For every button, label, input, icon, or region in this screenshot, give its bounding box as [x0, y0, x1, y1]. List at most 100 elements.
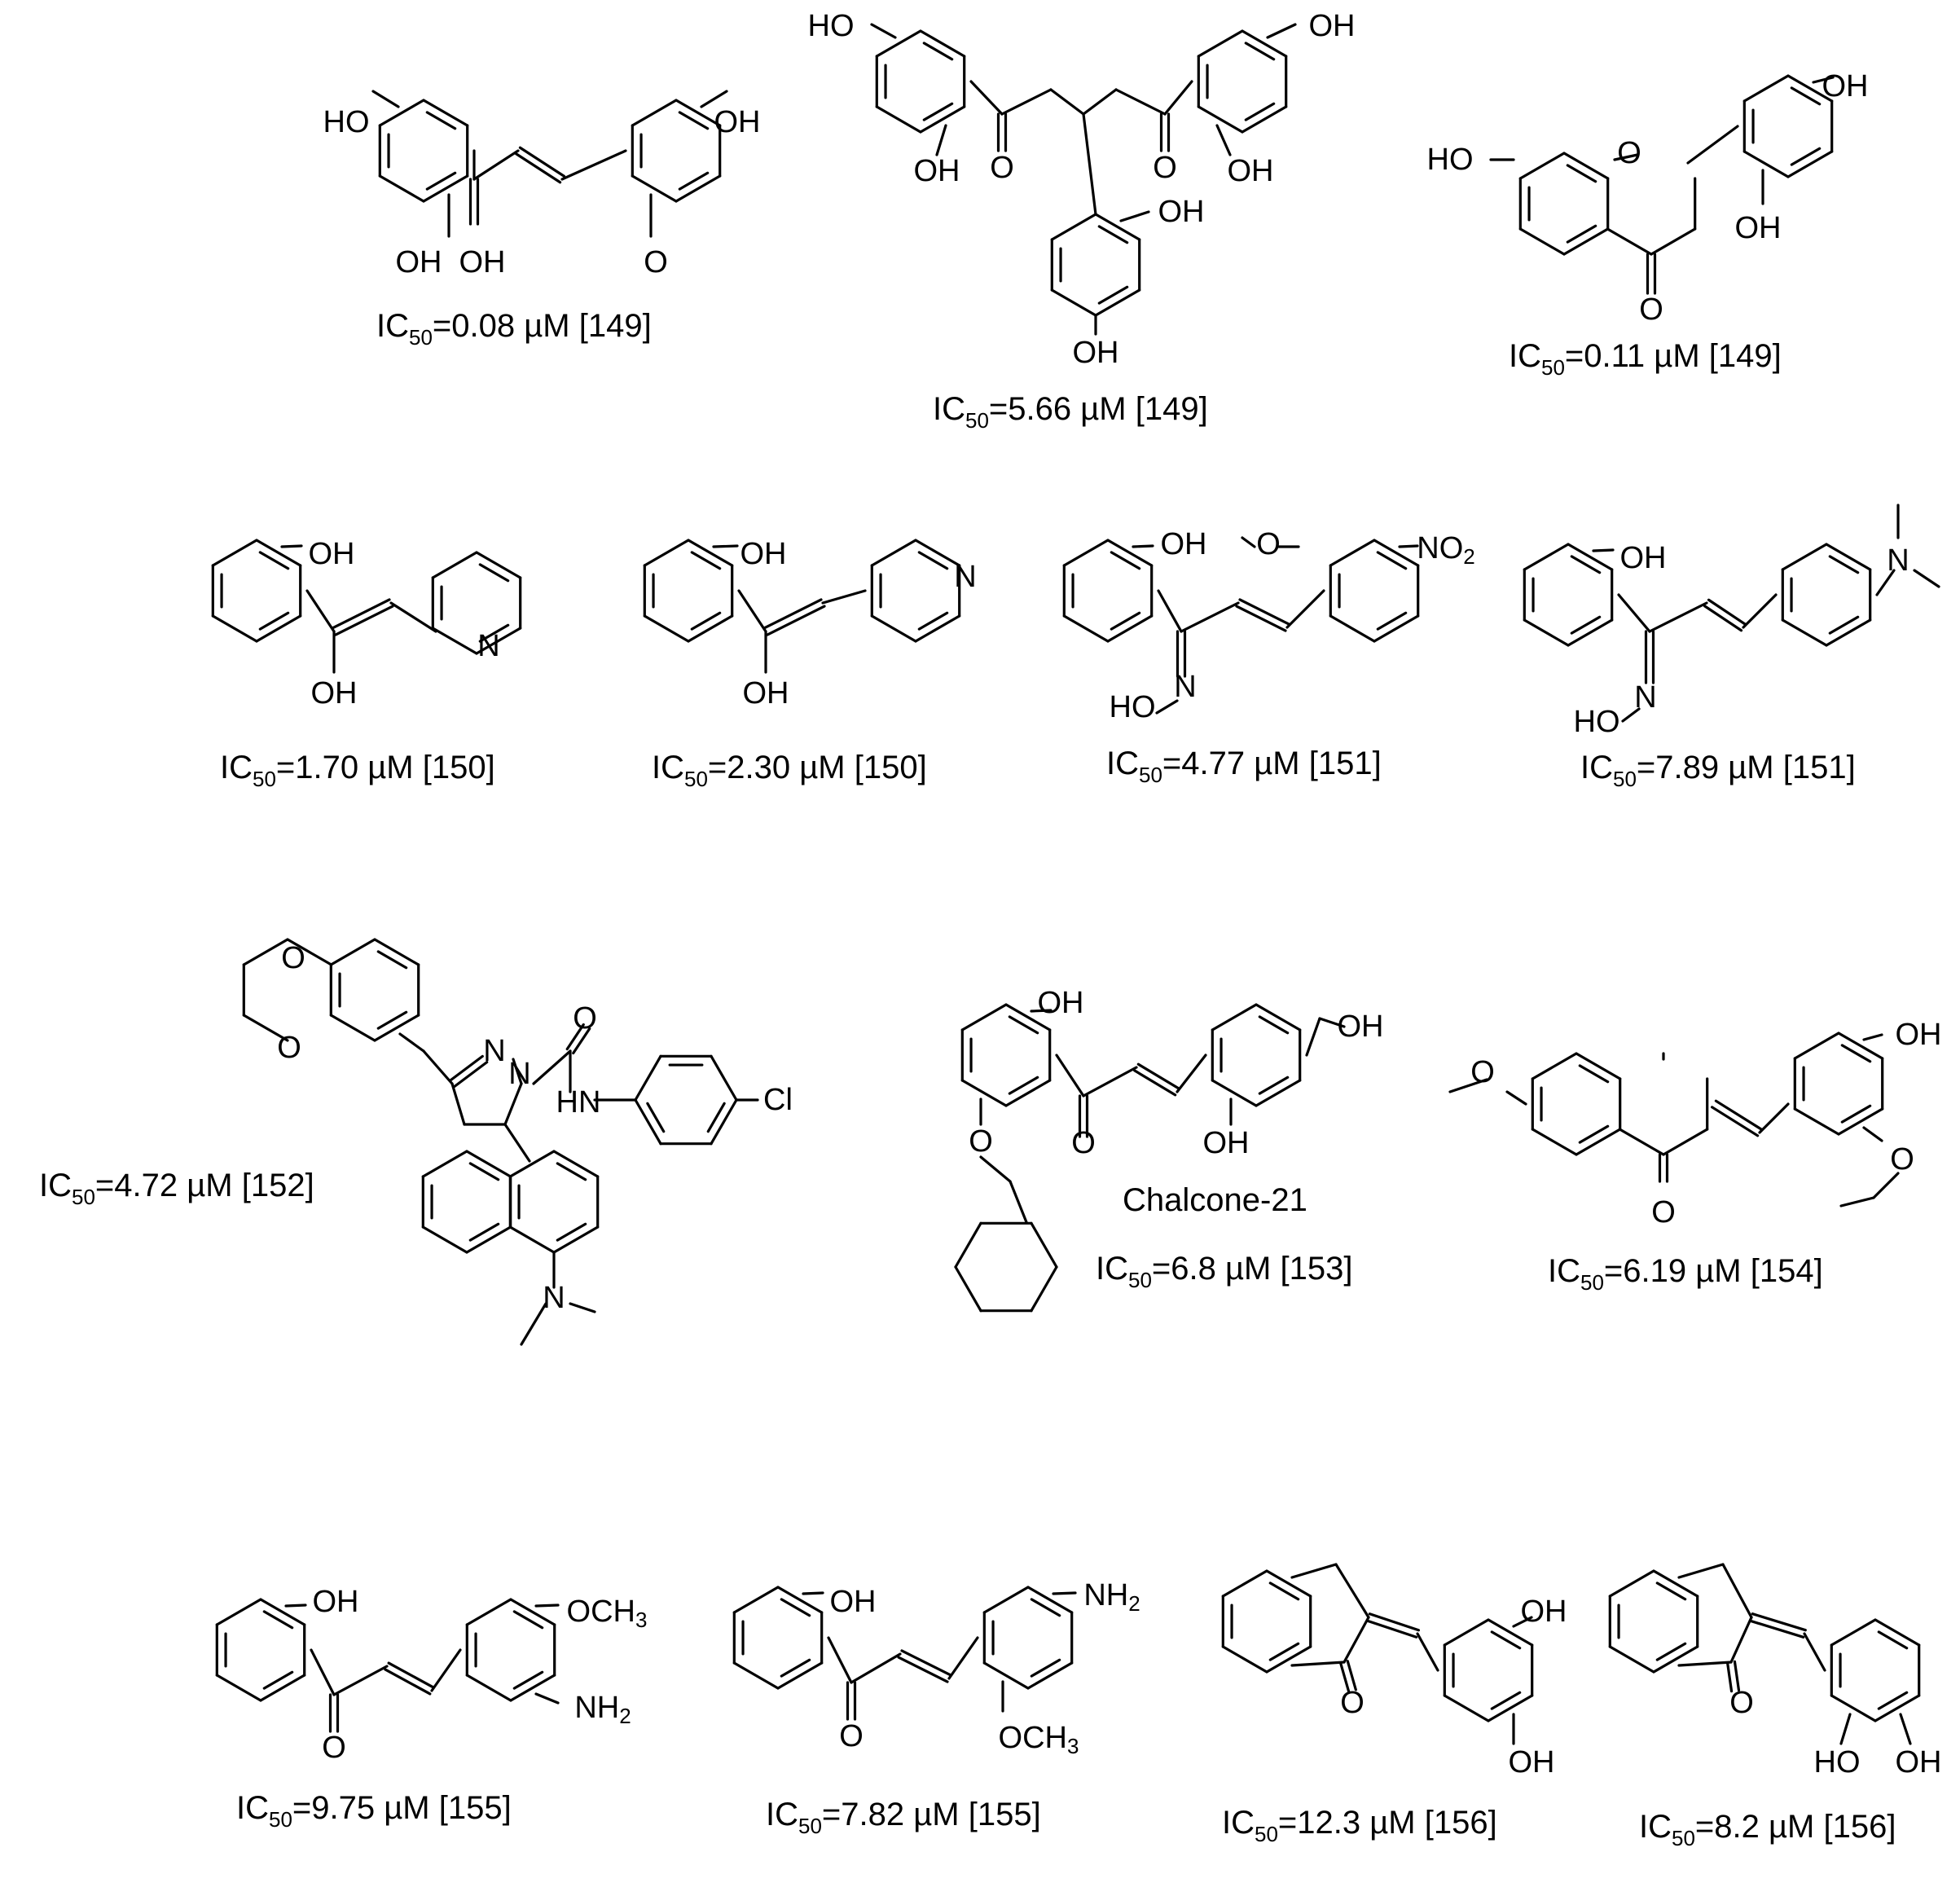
bond-line [534, 1603, 560, 1608]
bond-line [422, 99, 469, 127]
bond-line [690, 551, 722, 570]
ic50-caption: IC50=0.08 µM [149] [376, 308, 652, 350]
atom-label: OH [743, 676, 789, 710]
atom-label: OH [1203, 1126, 1250, 1160]
atom-label: OH [1161, 527, 1207, 561]
bond-line [422, 1049, 454, 1085]
ic50-caption: IC50=0.11 µM [149] [1509, 338, 1782, 380]
bond-line [1652, 1569, 1699, 1598]
bond-line [475, 551, 522, 579]
bond-line [1570, 615, 1602, 635]
bond-line [1562, 227, 1610, 256]
bond-line [982, 1661, 1030, 1690]
bond-line [310, 1648, 336, 1696]
bond-line [503, 1123, 531, 1163]
bond-line [634, 1098, 662, 1146]
atom-label: OCH3 [999, 1721, 1079, 1758]
bond-line [1026, 1661, 1074, 1690]
bond-line [1781, 543, 1828, 571]
bond-line [776, 1661, 824, 1690]
bond-line [332, 1665, 389, 1696]
bond-line [1830, 1618, 1877, 1647]
bond-line [211, 614, 258, 643]
atom-label: O [1256, 527, 1281, 561]
bond-line [376, 1010, 408, 1030]
bond-line [870, 539, 917, 567]
bond-line [1241, 536, 1256, 548]
bond-line [1872, 1172, 1900, 1199]
bond-line [1136, 1062, 1180, 1090]
bond-line [430, 1648, 462, 1692]
bond-line [1487, 1694, 1534, 1722]
bond-line [1097, 225, 1129, 244]
bond-line [1531, 1052, 1578, 1080]
atom-label: O [1890, 1142, 1914, 1177]
bond-line [1266, 23, 1297, 39]
bond-line [1830, 1694, 1877, 1722]
bond-line [969, 80, 1004, 116]
bond-line [508, 1150, 556, 1178]
bond-line [552, 1225, 600, 1254]
bond-line [710, 1098, 738, 1146]
atom-label: N [477, 629, 499, 663]
atom-label: OH [311, 676, 358, 710]
atom-label: OH [1038, 986, 1084, 1020]
bond-line [1837, 1107, 1884, 1136]
bond-line [1334, 1563, 1370, 1619]
bond-line [331, 598, 391, 630]
atom-label: O [839, 1719, 864, 1753]
bond-line [710, 1054, 738, 1102]
bond-line [286, 938, 333, 966]
bond-line [737, 589, 767, 633]
atom-label: N [1634, 680, 1656, 715]
bond-line [821, 589, 867, 605]
bond-line [1062, 539, 1110, 567]
bond-line [1050, 288, 1097, 317]
bond-line [1258, 1076, 1290, 1095]
atom-label: O [322, 1731, 346, 1765]
bond-line [1448, 1078, 1488, 1093]
atom-label: O [1639, 293, 1663, 327]
atom-label: OH [1896, 1018, 1942, 1052]
bond-line [1197, 105, 1244, 134]
bond-line [1652, 1645, 1699, 1674]
bond-line [262, 1610, 294, 1630]
bond-line [378, 174, 425, 203]
bond-line [508, 1225, 556, 1254]
bond-line [255, 614, 302, 643]
atom-label: N [483, 1034, 505, 1068]
bond-line [1030, 1221, 1058, 1269]
bond-line [1840, 1104, 1872, 1124]
atom-label: HO [1427, 143, 1474, 177]
bond-line [1578, 1064, 1610, 1084]
bond-line [569, 1302, 596, 1313]
bond-line [1575, 1128, 1622, 1156]
bond-line [389, 601, 437, 633]
bond-line [556, 1222, 587, 1242]
atom-label: OH [396, 245, 442, 279]
bond-line [1106, 614, 1154, 643]
bond-line [468, 1222, 500, 1242]
bond-line [1825, 618, 1872, 647]
bond-line [1575, 1052, 1622, 1080]
bond-line [572, 1027, 591, 1055]
bond-line [678, 171, 710, 191]
compound-name: Chalcone-21 [1123, 1182, 1307, 1218]
bond-line [1567, 618, 1614, 647]
bond-line [875, 29, 922, 58]
atom-label: HO [1814, 1745, 1861, 1779]
atom-label: OH [1735, 211, 1782, 245]
bond-line [255, 539, 302, 567]
bond-line [1781, 618, 1828, 647]
bond-line [215, 1598, 262, 1626]
bond-line [1828, 615, 1860, 635]
atom-label: O [1153, 151, 1177, 185]
bond-line [1523, 543, 1570, 571]
atom-label: OH [1309, 9, 1356, 43]
bond-line [780, 1658, 811, 1678]
bond-line [1512, 1616, 1533, 1628]
